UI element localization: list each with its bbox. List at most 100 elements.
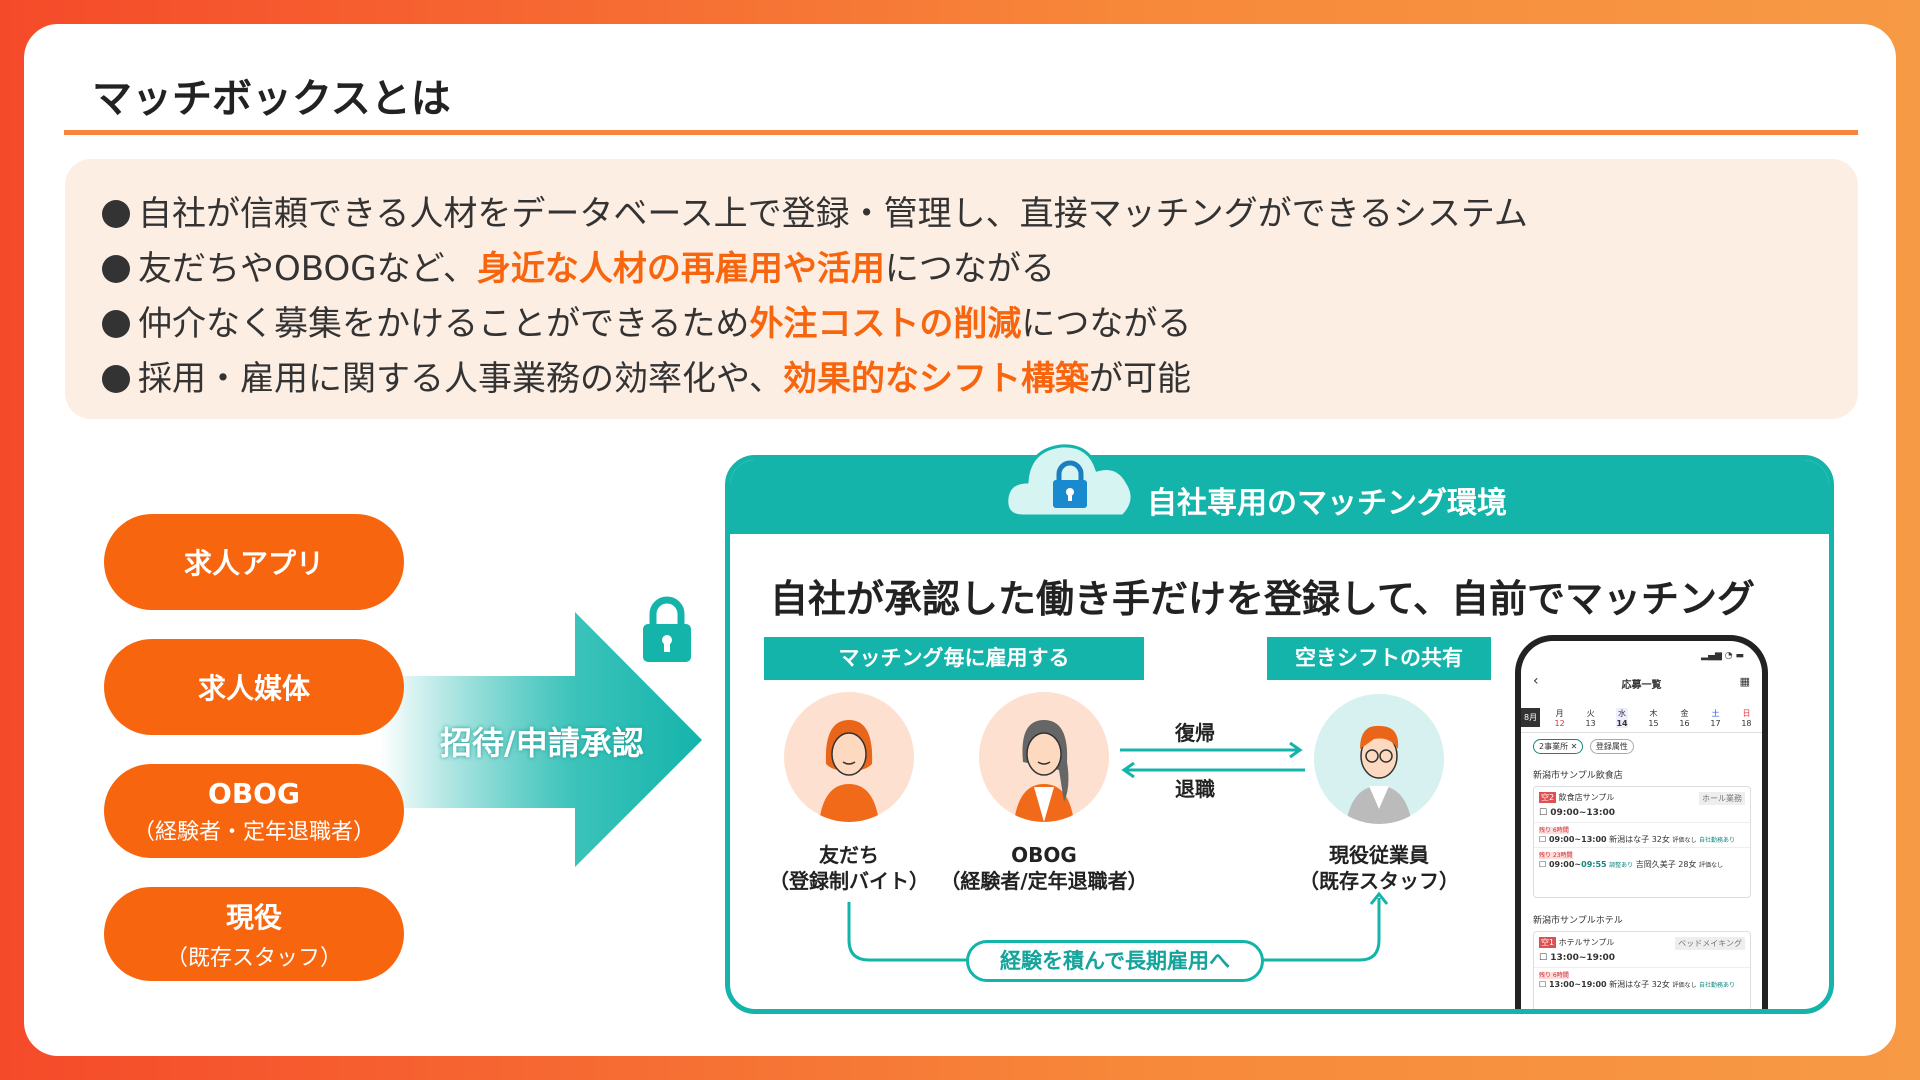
- weekday: 月: [1555, 708, 1564, 718]
- note: 評価なし: [1672, 982, 1697, 989]
- job-tag: ホール業務: [1699, 792, 1745, 805]
- filter-chip[interactable]: 2事業所 ✕: [1533, 739, 1584, 754]
- obog-avatar: [979, 692, 1109, 822]
- day-number: 14: [1616, 718, 1628, 728]
- bullet-dot-icon: [102, 255, 130, 283]
- weekday: 日: [1742, 708, 1751, 718]
- day-number: 17: [1710, 718, 1721, 728]
- weekday: 水: [1618, 708, 1627, 718]
- person-sub: （既存スタッフ）: [1299, 869, 1459, 893]
- friend-avatar: [784, 692, 914, 822]
- person-name: 友だち: [819, 843, 879, 867]
- calendar-icon[interactable]: ▦: [1739, 675, 1750, 688]
- shop-name: 新潟市サンプルホテル: [1533, 916, 1623, 926]
- env-title: 自社専用のマッチング環境: [1147, 486, 1507, 521]
- badge: 自社勤務あり: [1699, 982, 1736, 989]
- job-name: ホテルサンプル: [1558, 938, 1615, 947]
- job-name: 飲食店サンプル: [1558, 793, 1615, 802]
- vacancy-badge: 空2: [1539, 792, 1557, 803]
- remain: 残り 6時間: [1539, 972, 1569, 979]
- person-name: 現役従業員: [1329, 843, 1429, 867]
- env-heading: 自社が承認した働き手だけを登録して、自前でマッチング: [770, 577, 1755, 621]
- bullet-text: 友だちやOBOGなど、: [138, 249, 477, 289]
- day-number: 18: [1741, 718, 1752, 728]
- bullet-text: 採用・雇用に関する人事業務の効率化や、: [138, 359, 783, 399]
- day-number: 16: [1679, 718, 1690, 728]
- day-number: 12: [1554, 718, 1565, 728]
- person-sub: （経験者/定年退職者）: [940, 869, 1148, 893]
- title-divider: [64, 130, 1858, 135]
- applicant: 新潟はな子 32女: [1609, 835, 1670, 844]
- bullet-highlight: 身近な人材の再雇用や活用: [476, 249, 885, 289]
- source-label: 求人アプリ: [183, 547, 324, 580]
- private-env-box: 自社専用のマッチング環境 自社が承認した働き手だけを登録して、自前でマッチング …: [725, 455, 1834, 1014]
- bullet-highlight: 外注コストの削減: [749, 304, 1022, 344]
- source-job-app: 求人アプリ: [104, 514, 404, 610]
- app-time: 13:00~19:00: [1548, 980, 1607, 989]
- month-label: 8月: [1521, 708, 1541, 727]
- source-sub: （既存スタッフ）: [165, 946, 342, 971]
- back-icon[interactable]: ‹: [1533, 673, 1539, 689]
- phone-title: 応募一覧: [1621, 680, 1662, 691]
- bullet-2: 友だちやOBOGなど、身近な人材の再雇用や活用につながる: [102, 241, 1055, 290]
- bullet-dot-icon: [102, 200, 130, 228]
- intro-box: [65, 159, 1858, 419]
- person-sub: （登録制バイト）: [769, 869, 929, 893]
- app-time: 09:00~13:00: [1548, 835, 1607, 844]
- bullet-1: 自社が信頼できる人材をデータベース上で登録・管理し、直接マッチングができるシステ…: [102, 186, 1528, 235]
- status-bar: ▂▄▆ ◔ ▬: [1701, 651, 1744, 661]
- bullet-text: 自社が信頼できる人材をデータベース上で登録・管理し、直接マッチングができるシステ…: [138, 194, 1528, 234]
- label-hire-per-match: マッチング毎に雇用する: [764, 637, 1144, 680]
- bullet-highlight: 効果的なシフト構築: [782, 359, 1089, 399]
- bullet-4: 採用・雇用に関する人事業務の効率化や、効果的なシフト構築が可能: [102, 351, 1191, 400]
- person-name: OBOG: [1011, 843, 1077, 867]
- weekday: 金: [1680, 708, 1689, 718]
- obog-caption: OBOG（経験者/定年退職者）: [934, 842, 1154, 894]
- remain: 残り 23時間: [1539, 852, 1573, 859]
- applicant: 吉岡久美子 28女: [1635, 860, 1697, 869]
- day-number: 15: [1648, 718, 1659, 728]
- adjust-note: 調整あり: [1609, 862, 1634, 869]
- cloud-lock-icon: [1005, 444, 1134, 518]
- source-obog: OBOG （経験者・定年退職者）: [104, 764, 404, 858]
- bullet-3: 仲介なく募集をかけることができるため外注コストの削減につながる: [102, 296, 1191, 345]
- source-sub: （経験者・定年退職者）: [132, 819, 375, 845]
- bullet-text: 仲介なく募集をかけることができるため: [138, 304, 750, 344]
- retire-label: 退職: [1175, 777, 1215, 801]
- source-current: 現役（既存スタッフ）: [104, 887, 404, 981]
- job-time: 09:00~13:00: [1550, 808, 1616, 818]
- bullet-text: が可能: [1088, 359, 1191, 399]
- source-label: 求人媒体: [197, 672, 310, 705]
- page-title: マッチボックスとは: [92, 76, 451, 122]
- friend-caption: 友だち（登録制バイト）: [749, 842, 949, 894]
- filters: 2事業所 ✕ 登録属性: [1521, 739, 1762, 754]
- bullet-text: につながる: [1021, 304, 1192, 344]
- bullet-dot-icon: [102, 365, 130, 393]
- applicant: 新潟はな子 32女: [1609, 980, 1670, 989]
- weekday: 火: [1586, 708, 1595, 718]
- day-number: 13: [1585, 718, 1596, 728]
- note: 評価なし: [1672, 837, 1697, 844]
- staff-caption: 現役従業員（既存スタッフ）: [1279, 842, 1479, 894]
- phone-header: ‹ 応募一覧 ▦: [1521, 673, 1762, 693]
- invite-label: 招待/申請承認: [440, 724, 644, 762]
- job-card[interactable]: 空1 ホテルサンプルベッドメイキング ☐ 13:00~19:00 残り 6時間☐…: [1533, 931, 1751, 1009]
- badge: 自社勤務あり: [1699, 837, 1736, 844]
- filter-chip[interactable]: 登録属性: [1589, 739, 1634, 754]
- job-time: 13:00~19:00: [1550, 953, 1616, 963]
- source-label: OBOG: [208, 776, 300, 810]
- vacancy-badge: 空1: [1539, 937, 1557, 948]
- app-time-adjusted: 09:55: [1581, 860, 1607, 869]
- source-job-media: 求人媒体: [104, 639, 404, 735]
- job-card[interactable]: 空2 飲食店サンプルホール業務 ☐ 09:00~13:00 残り 6時間☐ 09…: [1533, 786, 1751, 898]
- bullet-dot-icon: [102, 310, 130, 338]
- label-shift-sharing: 空きシフトの共有: [1267, 637, 1491, 680]
